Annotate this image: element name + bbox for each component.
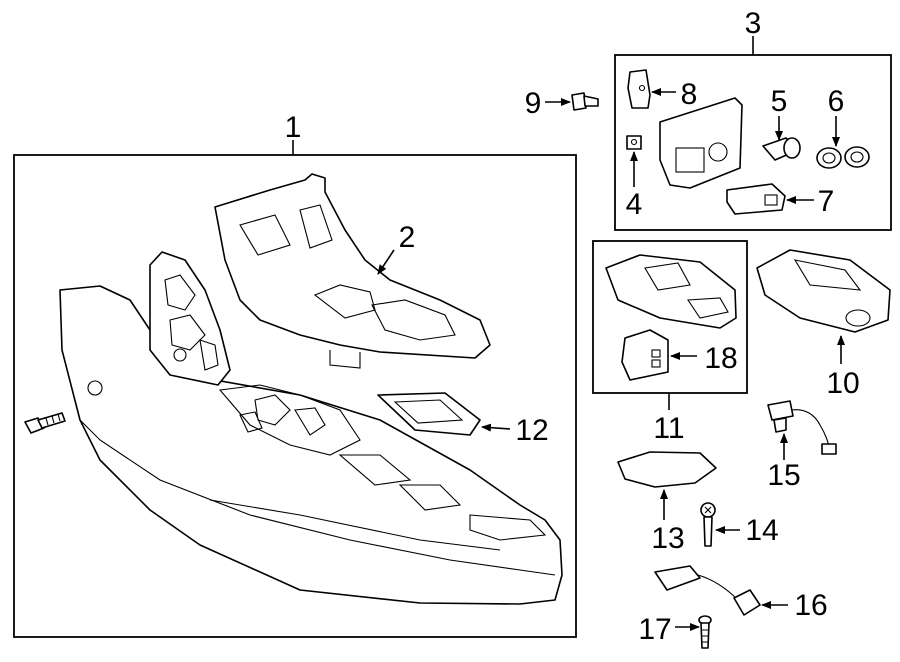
callout-12: 12 [515, 414, 548, 447]
shifter-trim-group-box [592, 240, 748, 394]
callout-1: 1 [285, 111, 302, 144]
callout-4: 4 [626, 188, 643, 221]
console-body [59, 251, 563, 605]
small-nut [626, 135, 642, 150]
socket-rings [816, 146, 870, 169]
usb-port [726, 183, 786, 215]
console-upper-trim [214, 173, 491, 369]
shifter-switch [621, 329, 669, 381]
callout-6: 6 [828, 85, 845, 118]
callout-14: 14 [745, 514, 778, 547]
console-mat [377, 392, 481, 436]
small-screw [698, 615, 712, 649]
callout-15: 15 [767, 459, 800, 492]
callout-10: 10 [826, 367, 859, 400]
callout-16: 16 [794, 589, 827, 622]
callout-3: 3 [745, 7, 762, 40]
callout-5: 5 [771, 85, 788, 118]
callout-7: 7 [818, 185, 835, 218]
wire-harness-short [767, 400, 837, 455]
retainer-clip [627, 69, 651, 109]
callout-9: 9 [525, 87, 542, 120]
wire-harness-long [654, 565, 761, 616]
callout-11: 11 [653, 412, 684, 445]
console-bin [756, 249, 891, 333]
callout-2: 2 [399, 221, 416, 254]
callout-18: 18 [704, 342, 737, 375]
screw [700, 502, 716, 547]
bolt-fastener [24, 412, 66, 434]
callout-8: 8 [681, 78, 698, 111]
power-outlet [762, 137, 801, 161]
console-group-box [13, 154, 577, 638]
callout-17: 17 [638, 613, 671, 646]
callout-13: 13 [651, 522, 684, 555]
shifter-trim-plate [605, 254, 737, 329]
switch-bezel [659, 97, 743, 189]
cover-pad [617, 451, 717, 488]
push-pin [571, 92, 599, 111]
